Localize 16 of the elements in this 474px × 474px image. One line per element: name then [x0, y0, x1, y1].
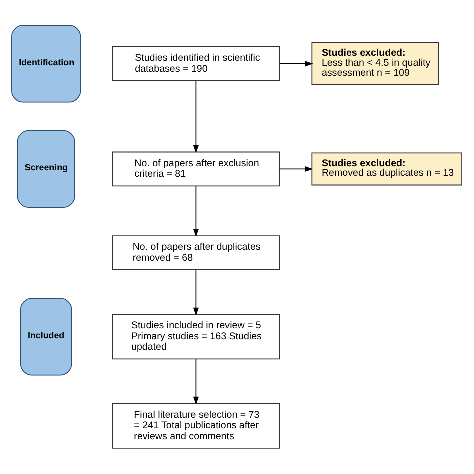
arrow [193, 186, 199, 238]
arrow [193, 270, 199, 316]
node-box: Studies excluded: Removed as duplicates n = 13 [312, 152, 462, 186]
node-box: Identification [12, 25, 82, 103]
arrow [193, 80, 199, 154]
arrow [193, 358, 199, 405]
node-box: No. of papers after duplicates removed = 68 [112, 236, 280, 270]
node-box: No. of papers after exclusion criteria = 81 [112, 152, 280, 187]
node-box: Final literature selection = 73 = 241 Total publications after reviews and comments [112, 403, 280, 449]
arrow [279, 166, 314, 172]
arrow [279, 61, 314, 67]
node-box: Studies included in review = 5 Primary studies = 163 Studies updated [112, 314, 280, 360]
node-box: Studies identified in scientific databases = 190 [112, 46, 280, 82]
node-box: Screening [17, 130, 76, 208]
node-box: Studies excluded: Less than < 4.5 in quality assessment n = 109 [312, 42, 440, 86]
node-box: Included [20, 298, 72, 376]
